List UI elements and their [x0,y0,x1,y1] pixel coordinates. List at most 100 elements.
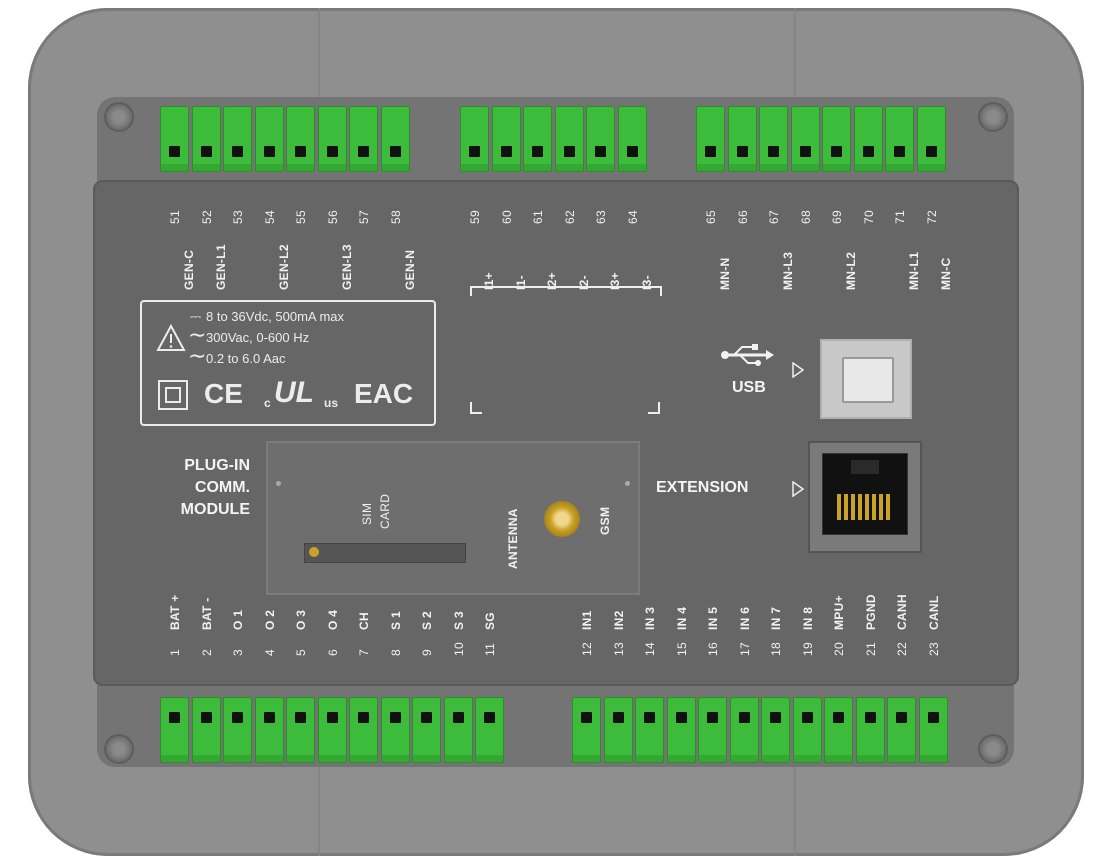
terminal-number: 15 [674,642,689,656]
terminal-signal: IN 4 [674,606,689,630]
terminal-number: 4 [262,649,277,656]
terminal-pin[interactable] [824,697,853,763]
gsm-label: GSM [598,506,612,535]
terminal-pin[interactable] [223,697,252,763]
terminal-pin[interactable] [380,106,410,172]
terminal-block-top-middle [460,106,649,172]
terminal-pin[interactable] [491,106,521,172]
terminal-pin[interactable] [727,106,757,172]
terminal-signal: GEN-L3 [339,244,354,290]
terminal-number: 6 [325,649,340,656]
connector-panel [93,180,1019,686]
eac-mark: EAC [354,378,414,409]
screw-hole [675,712,687,723]
terminal-block-top-right [696,106,948,172]
screw-hole [389,146,401,157]
terminal-pin[interactable] [286,106,315,172]
voltage-rating: 300Vac, 0-600 Hz [206,330,310,345]
screw-hole [169,712,180,723]
terminal-pin[interactable] [191,697,221,763]
terminal-pin[interactable] [317,106,347,172]
comm-module-slot[interactable]: SIM CARD ANTENNA GSM [266,441,640,595]
plugin-line: COMM. [194,479,250,496]
terminal-pin[interactable] [254,697,284,763]
terminal-pin[interactable] [254,106,284,172]
terminal-pin[interactable] [698,697,727,763]
terminal-pin[interactable] [443,697,473,763]
terminal-pin[interactable] [696,106,725,172]
screw-hole [389,712,401,723]
terminal-pin[interactable] [317,697,347,763]
extension-port[interactable] [808,441,922,553]
terminal-pin[interactable] [918,697,948,763]
arrow-right-icon [792,362,804,378]
terminal-pin[interactable] [729,697,759,763]
terminal-pin[interactable] [666,697,696,763]
terminal-pin[interactable] [792,697,822,763]
terminal-signal: S 3 [451,611,466,630]
extension-label: EXTENSION [656,479,749,496]
terminal-pin[interactable] [853,106,883,172]
terminal-pin[interactable] [160,697,189,763]
terminal-number: 23 [926,642,941,656]
screw-hole [421,712,432,723]
terminal-pin[interactable] [759,106,788,172]
terminal-pin[interactable] [380,697,410,763]
ul-c-mark: c [264,396,271,410]
terminal-pin[interactable] [475,697,504,763]
rj45-contact [886,494,890,520]
terminal-pin[interactable] [572,697,601,763]
terminal-pin[interactable] [790,106,820,172]
plugin-line: MODULE [180,501,250,518]
screw-hole [469,146,480,157]
terminal-pin[interactable] [286,697,315,763]
terminal-number: 20 [832,642,846,656]
screw-hole [500,146,512,157]
terminal-pin[interactable] [191,106,221,172]
terminal-pin[interactable] [554,106,584,172]
terminal-signal: MN-L2 [844,251,858,290]
terminal-number: 59 [468,210,482,224]
terminal-signal: BAT - [199,597,214,630]
terminal-pin[interactable] [586,106,615,172]
rating-label: ⎓ 8 to 36Vdc, 500mA max ∼ 300Vac, 0-600 … [140,300,436,426]
terminal-pin[interactable] [603,697,633,763]
terminal-pin[interactable] [761,697,790,763]
screw-hole [263,146,275,157]
terminal-pin[interactable] [617,106,647,172]
terminal-pin[interactable] [822,106,851,172]
ac-symbol: ∼ [188,322,207,347]
terminal-pin[interactable] [160,106,189,172]
terminal-pin[interactable] [523,106,552,172]
terminal-number: 2 [199,649,214,656]
terminal-pin[interactable] [855,697,885,763]
sim-card-slot[interactable] [304,543,466,563]
terminal-pin[interactable] [349,106,378,172]
terminal-block-top-left [160,106,412,172]
usb-port[interactable] [820,339,912,419]
terminal-signal: IN 3 [643,606,657,630]
terminal-number: 11 [483,642,497,656]
terminal-signal: IN 5 [706,606,720,630]
screw-hole [532,146,543,157]
screw-hole [169,146,180,157]
terminal-number: 51 [168,210,182,224]
terminal-pin[interactable] [223,106,252,172]
terminal-pin[interactable] [349,697,378,763]
terminal-pin[interactable] [635,697,664,763]
terminal-pin[interactable] [916,106,946,172]
terminal-pin[interactable] [460,106,489,172]
terminal-pin[interactable] [412,697,441,763]
screw-hole [707,712,718,723]
rj45-contact [872,494,876,520]
terminal-pin[interactable] [887,697,916,763]
terminal-number: 72 [924,210,939,224]
usb-label: USB [732,379,766,396]
antenna-connector[interactable] [544,501,580,537]
screw-hole [768,146,779,157]
rj45-contact [879,494,883,520]
screw-hole [925,146,937,157]
terminal-pin[interactable] [885,106,914,172]
terminal-number: 8 [388,649,403,656]
terminal-number: 64 [625,210,640,224]
